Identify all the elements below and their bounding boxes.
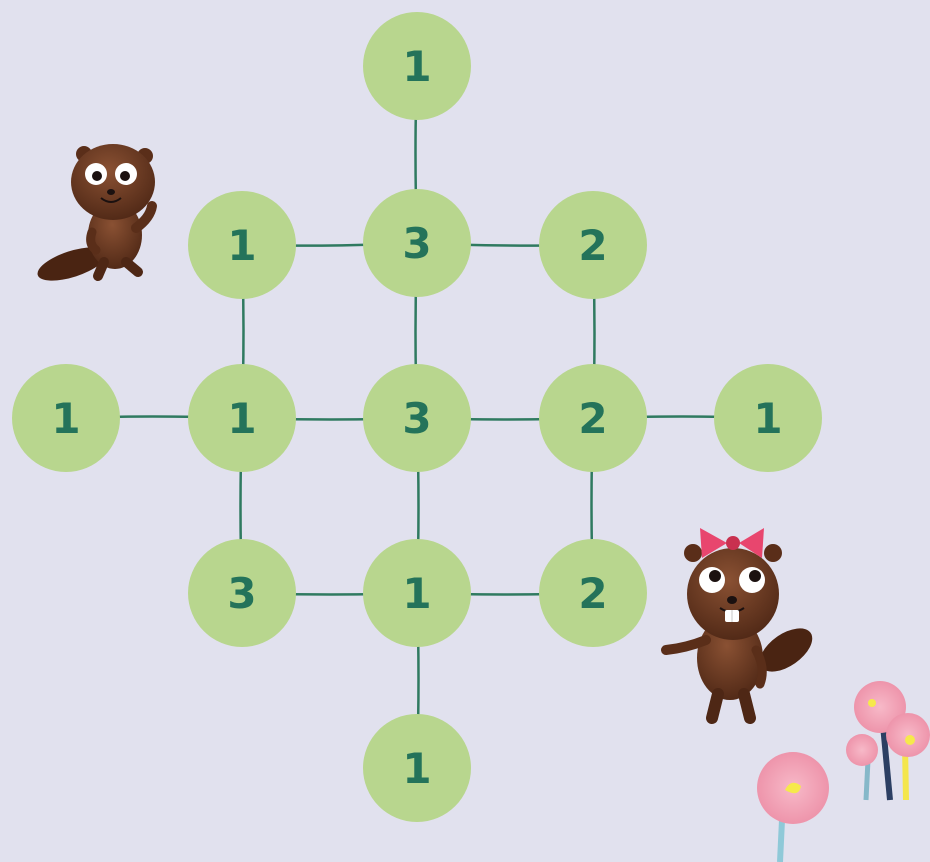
node-value: 1 — [227, 394, 256, 443]
node-circle — [363, 364, 471, 472]
node-value: 1 — [51, 394, 80, 443]
node-r2c0: 1 — [12, 364, 120, 472]
node-r3c1: 3 — [188, 539, 296, 647]
node-circle — [363, 714, 471, 822]
node-r1c2: 3 — [363, 189, 471, 297]
node-r2c4: 1 — [714, 364, 822, 472]
node-value: 2 — [578, 394, 607, 443]
node-circle — [539, 191, 647, 299]
node-circle — [363, 12, 471, 120]
node-bottom: 1 — [363, 714, 471, 822]
node-value: 1 — [402, 569, 431, 618]
node-circle — [714, 364, 822, 472]
node-circle — [188, 364, 296, 472]
pink-flowers-icon — [757, 681, 930, 862]
node-value: 2 — [578, 221, 607, 270]
beaver-boy-icon — [37, 144, 157, 281]
node-r2c2: 3 — [363, 364, 471, 472]
node-circle — [539, 539, 647, 647]
node-value: 1 — [753, 394, 782, 443]
node-value: 3 — [402, 394, 431, 443]
node-top: 1 — [363, 12, 471, 120]
node-layer: 1 1 3 2 1 1 3 2 1 3 1 2 1 — [12, 12, 822, 822]
node-value: 3 — [402, 219, 431, 268]
node-circle — [188, 539, 296, 647]
node-circle — [363, 189, 471, 297]
node-value: 1 — [402, 42, 431, 91]
node-r2c1: 1 — [188, 364, 296, 472]
node-circle — [12, 364, 120, 472]
node-r2c3: 2 — [539, 364, 647, 472]
node-value: 1 — [227, 221, 256, 270]
node-r1c1: 1 — [188, 191, 296, 299]
node-circle — [539, 364, 647, 472]
node-r3c3: 2 — [539, 539, 647, 647]
node-r3c2: 1 — [363, 539, 471, 647]
node-value: 2 — [578, 569, 607, 618]
beaver-girl-with-bow-icon — [661, 528, 813, 724]
node-value: 1 — [402, 744, 431, 793]
node-circle — [363, 539, 471, 647]
node-circle — [188, 191, 296, 299]
node-value: 3 — [227, 569, 256, 618]
node-r1c3: 2 — [539, 191, 647, 299]
